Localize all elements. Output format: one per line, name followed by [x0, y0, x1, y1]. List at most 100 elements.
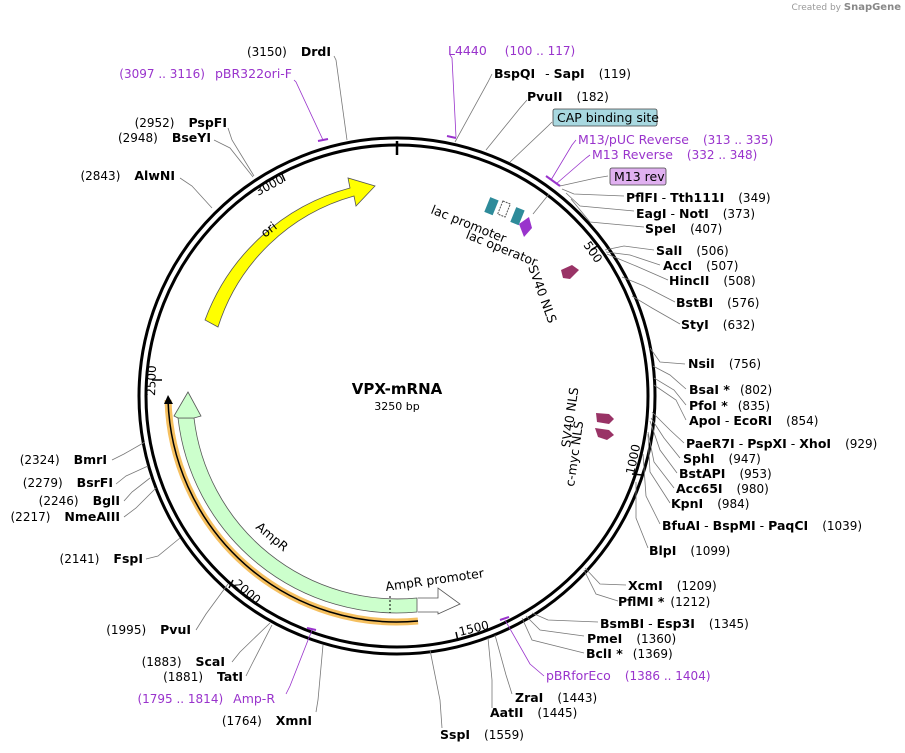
leader-hincii: [606, 253, 669, 281]
leader-paer7i: [651, 411, 685, 444]
right-enzyme-labels: BspQI - SapI(119) PvuII(182) PflFI - Tth…: [440, 66, 877, 742]
primer-labels: L4440(100 .. 117) (3097 .. 3116)pBR322or…: [119, 43, 773, 706]
sv40-nls-1-label: SV40 NLS: [525, 263, 560, 325]
enzyme-bstapi: BstAPI(953): [679, 466, 772, 481]
leader-bseyi: [213, 139, 254, 178]
left-leaders: [111, 55, 348, 713]
leader-m13puc: [550, 139, 577, 181]
ampr-promoter-feature: [418, 587, 461, 615]
enzyme-bstbi: BstBI(576): [676, 295, 759, 310]
leader-spei: [570, 198, 645, 228]
enzyme-bseyi: (2948)BseYI: [118, 130, 211, 145]
leader-bsmbi: [531, 612, 599, 623]
enzyme-sspi: SspI(1559): [440, 727, 524, 742]
primer-m13-reverse: M13 Reverse(332 .. 348): [592, 147, 757, 162]
right-leaders: [429, 73, 687, 729]
enzyme-acci: AccI(507): [663, 258, 738, 273]
enzyme-pvui: (1995)PvuI: [106, 622, 191, 637]
lac-box-1: [484, 197, 499, 216]
enzyme-spei: SpeI(407): [645, 221, 722, 236]
enzyme-sphi: SphI(947): [683, 451, 761, 466]
leader-scai: [231, 622, 271, 663]
leader-kpni: [647, 433, 671, 504]
enzyme-bspqi: BspQI - SapI(119): [494, 66, 631, 81]
enzyme-aatii: AatII(1445): [490, 705, 577, 720]
leader-acci: [605, 251, 661, 266]
enzyme-tati: (1881)TatI: [163, 669, 243, 684]
tick-500: 500: [581, 239, 606, 266]
primer-pbrforeco: pBRforEco(1386 .. 1404): [546, 668, 711, 683]
enzyme-bmri: (2324)BmrI: [20, 452, 107, 467]
backbone-outer: [137, 136, 657, 656]
sv40-nls-1-feature: [561, 265, 579, 279]
enzyme-styi: StyI(632): [681, 317, 755, 332]
lac-box-2: [510, 207, 525, 226]
leader-eagi: [565, 192, 635, 212]
cmyc-nls-feature: [595, 428, 614, 440]
tick-mark-1000: [631, 473, 643, 476]
tick-2000: 2000: [231, 577, 263, 607]
leader-alwni: [179, 177, 213, 209]
leader-bcli: [521, 617, 585, 654]
primer-amp-r: (1795 .. 1814)Amp-R: [137, 691, 275, 706]
enzyme-xcmi: XcmI(1209): [628, 578, 717, 593]
leader-zrai: [494, 634, 513, 695]
leader-bspqi: [454, 73, 493, 143]
leader-nsii: [649, 347, 686, 365]
enzyme-pfoi: PfoI *(835): [689, 398, 770, 413]
m13-rev-label: M13 rev: [614, 169, 665, 184]
ori-feature: [204, 177, 376, 328]
ampr-orange-band: [164, 399, 419, 626]
tick-mark-2000: [228, 579, 234, 589]
pbrforeco-mark: [499, 616, 510, 621]
leader-l4440: [449, 54, 457, 138]
leader-pspfi: [227, 127, 255, 177]
leader-pbr322ori: [293, 79, 324, 141]
ampr-promoter-label: AmpR promoter: [384, 565, 485, 594]
enzyme-eagi: EagI - NotI(373): [636, 206, 755, 221]
enzyme-scai: (1883)ScaI: [142, 654, 225, 669]
ampr-orange-line: [167, 399, 419, 623]
primer-pbr322ori: (3097 .. 3116)pBR322ori-F: [119, 66, 292, 81]
leader-m13rev: [555, 154, 591, 185]
enzyme-xmni: (1764)XmnI: [222, 713, 312, 728]
enzyme-bsai: BsaI *(802): [689, 382, 772, 397]
leader-pvui: [195, 583, 229, 631]
cap-binding-site-label: CAP binding site: [557, 110, 659, 125]
sv40-nls-2-feature: [596, 413, 614, 424]
tick-mark-500: [590, 244, 600, 251]
credit-prefix: Created by: [791, 3, 841, 13]
left-enzyme-labels: (3150)DrdI (2952)PspFI (2948)BseYI (2843…: [11, 44, 332, 728]
enzyme-hincii: HincII(508): [669, 273, 756, 288]
leader-bsai: [652, 365, 687, 390]
tick-2500: 2500: [144, 365, 159, 396]
leader-nmeaiii: [123, 487, 157, 518]
leader-styi: [631, 295, 681, 325]
enzyme-bgli: (2246)BglI: [39, 493, 120, 508]
enzyme-pvuii: PvuII(182): [527, 89, 609, 104]
leader-bfuai: [642, 453, 661, 525]
enzyme-bsmbi: BsmBI - Esp3I(1345): [600, 616, 749, 631]
ampr-orange-arrow: [164, 395, 173, 404]
leader-m13rev-box: [559, 175, 609, 187]
snapgene-credit: Created by SnapGene: [791, 2, 901, 13]
enzyme-nmeaiii: (2217)NmeAIII: [11, 509, 121, 524]
leader-bgli: [123, 477, 151, 502]
enzyme-sali: SalI(506): [656, 243, 729, 258]
enzyme-pflfi: PflFI - Tth111I(349): [626, 190, 771, 205]
snapgene-brand: SnapGene: [843, 2, 901, 13]
leader-fspi: [145, 537, 181, 560]
enzyme-drdi: (3150)DrdI: [247, 44, 331, 59]
leader-cap: [509, 121, 553, 163]
leader-drdi: [333, 55, 348, 141]
leader-pvuii: [485, 99, 528, 151]
leader-tati: [245, 624, 273, 677]
m13-mark: [545, 175, 561, 187]
leader-acc65i: [647, 431, 675, 489]
lac-box-dashed: [497, 200, 511, 218]
leader-xmni: [315, 644, 324, 713]
leader-pbrforeco: [504, 619, 545, 677]
leader-pfoi: [653, 377, 687, 406]
tick-1000: 1000: [623, 443, 643, 476]
